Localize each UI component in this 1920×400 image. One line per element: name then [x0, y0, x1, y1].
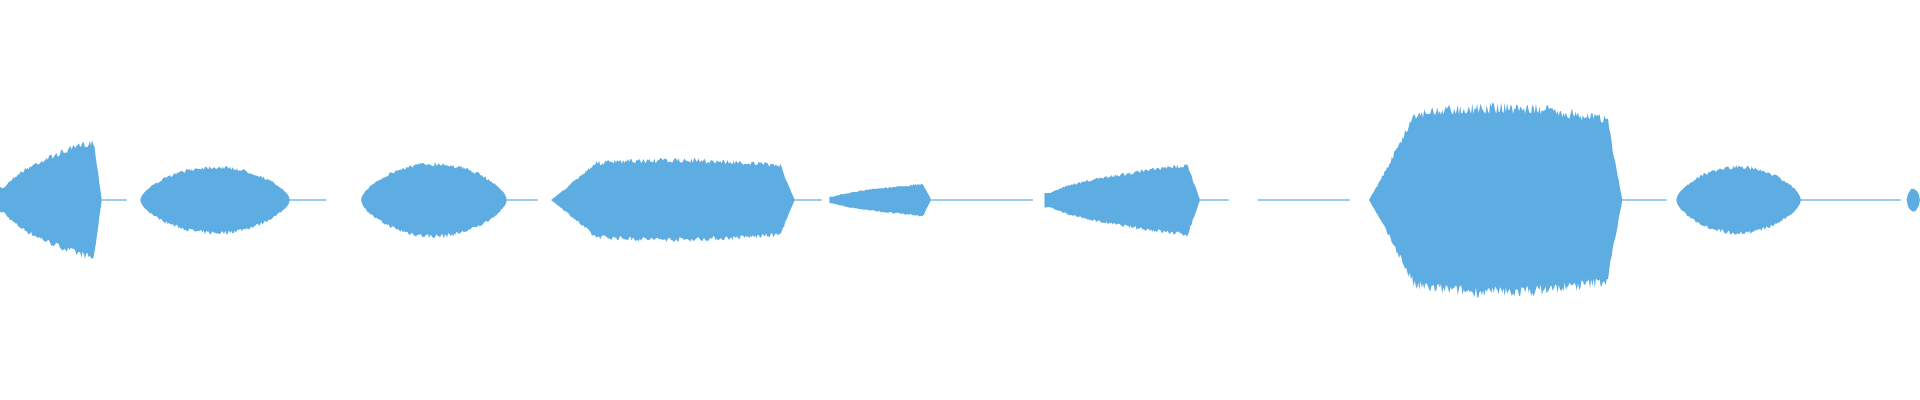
waveform-segment	[829, 183, 932, 217]
waveform-segment	[1906, 188, 1920, 212]
waveform-segment	[1676, 165, 1801, 235]
waveform-segment	[0, 140, 102, 259]
waveform-segment	[1044, 164, 1200, 237]
waveform-segment	[551, 158, 795, 242]
waveform-segment	[361, 162, 507, 239]
waveform-segment	[1369, 102, 1623, 298]
waveform-segment	[140, 165, 290, 235]
